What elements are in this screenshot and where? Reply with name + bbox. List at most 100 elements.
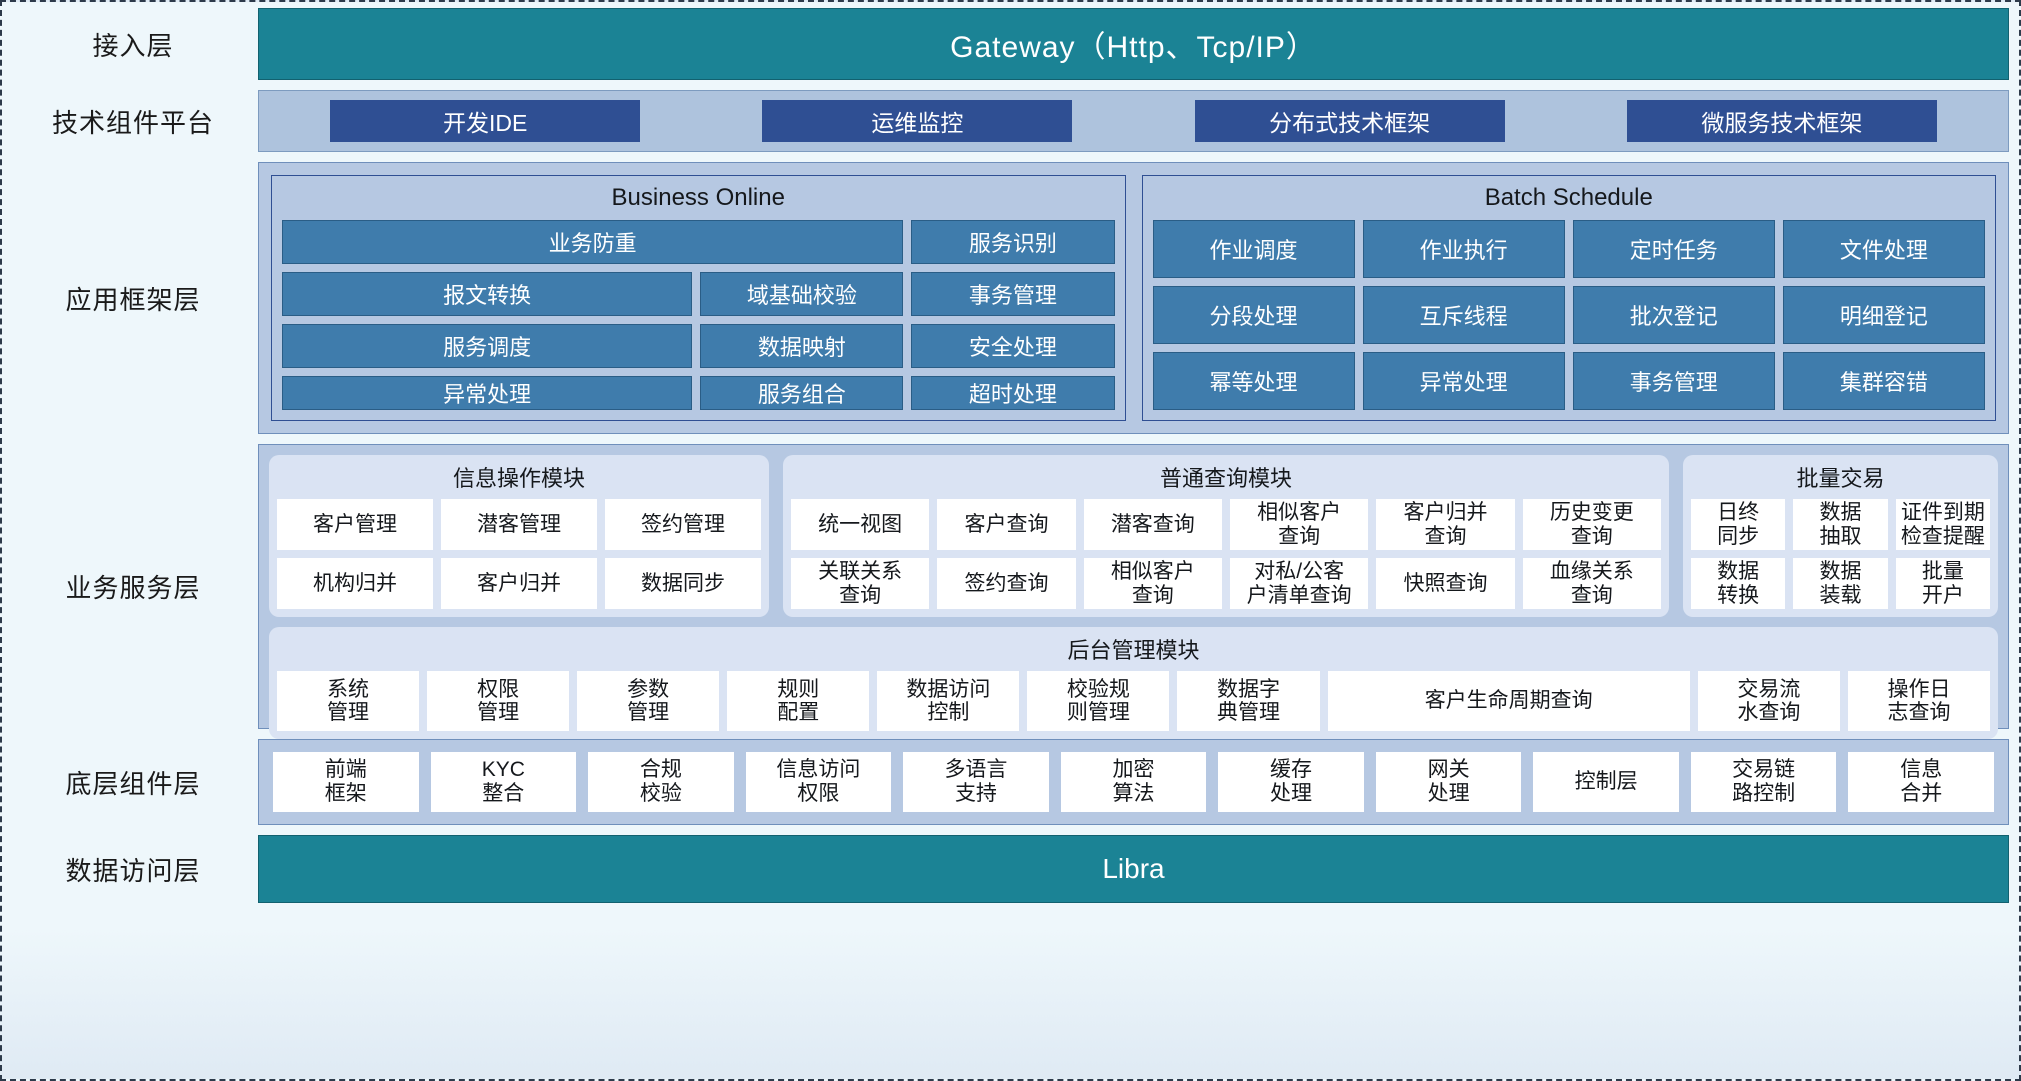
module-cell[interactable]: 数据同步 [605, 558, 761, 610]
module-cell[interactable]: 日终同步 [1691, 499, 1786, 551]
app-cell[interactable]: 数据映射 [700, 324, 904, 368]
app-cell[interactable]: 异常处理 [1362, 352, 1565, 410]
module-cell[interactable]: 相似客户查询 [1229, 499, 1369, 551]
spacer [8, 729, 2009, 739]
module-cell[interactable]: 客户生命周期查询 [1327, 671, 1690, 732]
component-cell[interactable]: 信息合并 [1848, 752, 1994, 812]
app-group-title: Batch Schedule [1484, 184, 1653, 211]
app-cell[interactable]: 作业调度 [1152, 220, 1355, 278]
component-cell[interactable]: 控制层 [1533, 752, 1679, 812]
app-cell[interactable]: 作业执行 [1362, 220, 1565, 278]
layer-label-dataaccess: 数据访问层 [65, 855, 201, 886]
app-cell[interactable]: 业务防重 [282, 220, 904, 264]
app-cell[interactable]: 超时处理 [911, 376, 1115, 410]
module-batch-transaction: 批量交易 日终同步 数据抽取 证件到期检查提醒 数据转换 数据装载 批量开户 [1683, 455, 1998, 618]
layer-body-appframe: Business Online 业务防重 服务识别 报文转换 域基础校验 事务管… [258, 162, 2009, 434]
module-cell[interactable]: 历史变更查询 [1522, 499, 1661, 551]
module-backend-admin: 后台管理模块 系统管理 权限管理 参数管理 规则配置 数据访问控制 校验规则管理… [269, 627, 1998, 740]
app-cell[interactable]: 定时任务 [1572, 220, 1775, 278]
tech-item-3[interactable]: 微服务技术框架 [1626, 100, 1937, 142]
module-cell[interactable]: 数据字典管理 [1177, 671, 1320, 732]
tech-item-2[interactable]: 分布式技术框架 [1194, 100, 1505, 142]
gateway-bar[interactable]: Gateway（Http、Tcp/IP） [258, 8, 2009, 80]
module-cell[interactable]: 签约管理 [605, 499, 761, 551]
module-cell[interactable]: 潜客查询 [1083, 499, 1222, 551]
module-grid: 统一视图 客户查询 潜客查询 相似客户查询 客户归并查询 历史变更查询 关联关系… [791, 499, 1661, 610]
component-cell[interactable]: 缓存处理 [1218, 752, 1364, 812]
app-cell[interactable]: 文件处理 [1782, 220, 1985, 278]
app-cell[interactable]: 域基础校验 [700, 272, 904, 316]
module-cell[interactable]: 潜客管理 [441, 499, 597, 551]
module-cell[interactable]: 规则配置 [727, 671, 870, 732]
module-cell[interactable]: 参数管理 [577, 671, 720, 732]
module-cell[interactable]: 对私/公客户清单查询 [1229, 558, 1369, 610]
app-cell[interactable]: 服务调度 [282, 324, 693, 368]
module-cell[interactable]: 快照查询 [1376, 558, 1515, 610]
module-cell[interactable]: 客户查询 [937, 499, 1076, 551]
layer-row-dataaccess: 数据访问层 Libra [8, 835, 2009, 903]
module-cell[interactable]: 关联关系查询 [791, 558, 930, 610]
app-cell[interactable]: 幂等处理 [1152, 352, 1355, 410]
app-cell[interactable]: 分段处理 [1152, 286, 1355, 344]
module-cell[interactable]: 客户管理 [277, 499, 433, 551]
module-cell[interactable]: 相似客户查询 [1083, 558, 1222, 610]
module-title: 后台管理模块 [1067, 638, 1200, 664]
component-cell[interactable]: 前端框架 [273, 752, 419, 812]
spacer [8, 825, 2009, 835]
module-title: 普通查询模块 [1159, 466, 1292, 491]
module-grid: 客户管理 潜客管理 签约管理 机构归并 客户归并 数据同步 [277, 499, 761, 610]
app-cell[interactable]: 异常处理 [282, 376, 693, 410]
module-cell[interactable]: 数据抽取 [1793, 499, 1888, 551]
module-cell[interactable]: 校验规则管理 [1027, 671, 1170, 732]
component-cell[interactable]: 交易链路控制 [1690, 752, 1837, 812]
module-cell[interactable]: 数据访问控制 [877, 671, 1020, 732]
app-cell[interactable]: 事务管理 [1572, 352, 1775, 410]
module-cell[interactable]: 证件到期检查提醒 [1895, 499, 1990, 551]
module-cell[interactable]: 交易流水查询 [1697, 671, 1840, 732]
app-cell[interactable]: 集群容错 [1782, 352, 1985, 410]
module-cell[interactable]: 系统管理 [277, 671, 420, 732]
app-cell[interactable]: 安全处理 [911, 324, 1115, 368]
component-cell[interactable]: 多语言支持 [903, 752, 1049, 812]
module-cell[interactable]: 统一视图 [791, 499, 930, 551]
module-cell[interactable]: 权限管理 [427, 671, 570, 732]
module-title: 信息操作模块 [452, 466, 585, 491]
component-cell[interactable]: 网关处理 [1375, 752, 1522, 812]
spacer [8, 434, 2009, 444]
layer-body-dataaccess: Libra [258, 835, 2009, 903]
module-cell[interactable]: 客户归并查询 [1376, 499, 1515, 551]
app-cell[interactable]: 服务组合 [700, 376, 904, 410]
layer-body-tech: 开发IDE 运维监控 分布式技术框架 微服务技术框架 [258, 90, 2009, 152]
module-cell[interactable]: 数据转换 [1691, 558, 1786, 610]
module-cell[interactable]: 客户归并 [441, 558, 597, 610]
module-cell[interactable]: 血缘关系查询 [1522, 558, 1661, 610]
module-cell[interactable]: 批量开户 [1895, 558, 1990, 610]
module-common-query: 普通查询模块 统一视图 客户查询 潜客查询 相似客户查询 客户归并查询 历史变更… [783, 455, 1669, 618]
module-grid: 系统管理 权限管理 参数管理 规则配置 数据访问控制 校验规则管理 数据字典管理… [277, 671, 1990, 732]
app-cell[interactable]: 明细登记 [1782, 286, 1985, 344]
business-service-panel: 信息操作模块 客户管理 潜客管理 签约管理 机构归并 客户归并 数据同步 普通查… [258, 444, 2009, 740]
app-framework-panel: Business Online 业务防重 服务识别 报文转换 域基础校验 事务管… [258, 162, 2009, 434]
app-cell[interactable]: 报文转换 [282, 272, 693, 316]
module-cell[interactable]: 数据装载 [1793, 558, 1888, 610]
tech-item-1[interactable]: 运维监控 [762, 100, 1073, 142]
module-cell[interactable]: 机构归并 [277, 558, 433, 610]
app-cell[interactable]: 服务识别 [911, 220, 1115, 264]
app-cell[interactable]: 批次登记 [1572, 286, 1775, 344]
libra-bar[interactable]: Libra [258, 835, 2009, 903]
tech-item-0[interactable]: 开发IDE [330, 100, 641, 142]
component-cell[interactable]: 信息访问权限 [745, 752, 892, 812]
module-cell[interactable]: 签约查询 [937, 558, 1076, 610]
component-cell[interactable]: 加密算法 [1060, 752, 1207, 812]
module-cell[interactable]: 操作日志查询 [1847, 671, 1990, 732]
component-cell[interactable]: 合规校验 [588, 752, 734, 812]
layer-body-bizservice: 信息操作模块 客户管理 潜客管理 签约管理 机构归并 客户归并 数据同步 普通查… [258, 444, 2009, 740]
app-group-grid: 业务防重 服务识别 报文转换 域基础校验 事务管理 服务调度 数据映射 安全处理… [282, 220, 1115, 410]
layer-row-bizservice: 业务服务层 信息操作模块 客户管理 潜客管理 签约管理 机构归并 客户归并 数据… [8, 444, 2009, 740]
app-cell[interactable]: 事务管理 [911, 272, 1115, 316]
app-cell[interactable]: 互斥线程 [1362, 286, 1565, 344]
